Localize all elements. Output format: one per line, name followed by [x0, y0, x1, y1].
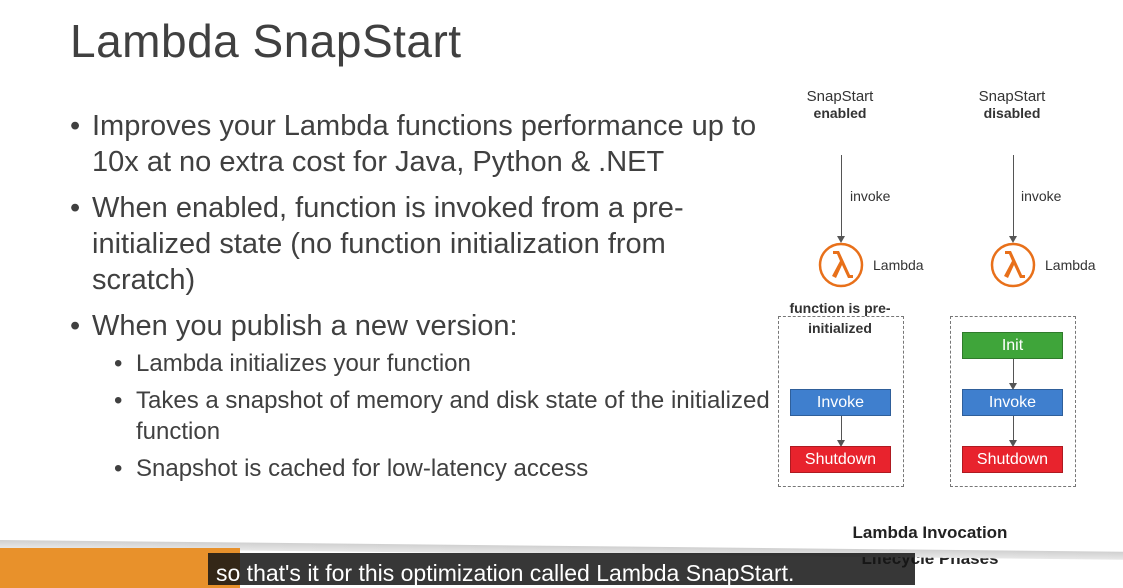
arrow-head-icon: [1009, 440, 1017, 447]
snapstart-disabled-state: disabled: [983, 105, 1041, 121]
phase-arrow-line: [1013, 359, 1014, 385]
arrow-head-icon: [837, 440, 845, 447]
phase-shutdown: Shutdown: [962, 446, 1063, 473]
phase-init: Init: [962, 332, 1063, 359]
sub-bullet-item: Lambda initializes your function: [114, 348, 770, 379]
lambda-label: Lambda: [1045, 257, 1096, 273]
lifecycle-box-disabled: [950, 316, 1076, 487]
lifecycle-box-enabled: [778, 316, 904, 487]
bullet-text: When you publish a new version:: [92, 310, 518, 342]
video-subtitle: so that's it for this optimization calle…: [208, 553, 915, 585]
snapstart-enabled-state: enabled: [813, 105, 867, 121]
invoke-label: invoke: [1021, 188, 1062, 204]
sub-bullet-item: Takes a snapshot of memory and disk stat…: [114, 385, 770, 447]
slide-title: Lambda SnapStart: [70, 15, 462, 67]
invoke-label: invoke: [850, 188, 891, 204]
pre-initialized-note: function is pre-initialized: [789, 300, 891, 336]
phase-invoke: Invoke: [790, 389, 891, 416]
arrow-head-icon: [1009, 236, 1017, 243]
phase-arrow-line: [841, 416, 842, 442]
invoke-arrow-line: [1013, 155, 1014, 237]
sub-bullet-list: Lambda initializes your function Takes a…: [92, 348, 770, 484]
sub-bullet-item: Snapshot is cached for low-latency acces…: [114, 453, 770, 484]
bullet-item: Improves your Lambda functions performan…: [70, 108, 770, 180]
bullet-list: Improves your Lambda functions performan…: [70, 108, 770, 494]
snapstart-disabled-heading: SnapStart disabled: [947, 88, 1077, 121]
bullet-item: When enabled, function is invoked from a…: [70, 190, 770, 298]
lambda-label: Lambda: [873, 257, 924, 273]
lambda-icon: [990, 242, 1036, 288]
phase-shutdown: Shutdown: [790, 446, 891, 473]
footer-accent: [0, 548, 240, 588]
arrow-head-icon: [837, 236, 845, 243]
phase-invoke: Invoke: [962, 389, 1063, 416]
bullet-item: When you publish a new version: Lambda i…: [70, 308, 770, 484]
arrow-head-icon: [1009, 383, 1017, 390]
snapstart-enabled-heading: SnapStart enabled: [775, 88, 905, 121]
lambda-icon: [818, 242, 864, 288]
invoke-arrow-line: [841, 155, 842, 237]
phase-arrow-line: [1013, 416, 1014, 442]
